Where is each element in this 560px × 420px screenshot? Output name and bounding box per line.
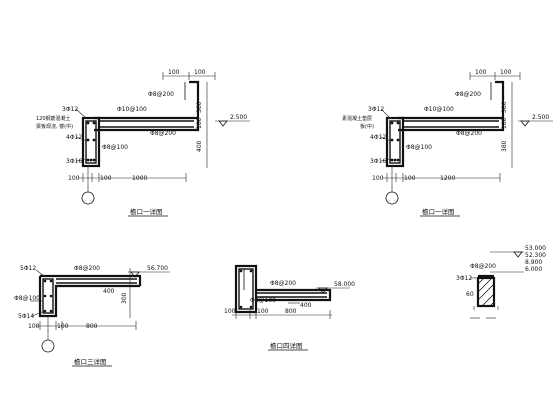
detail-5: 53.000 52.300 8.900 6.000 Φ8@200 3Φ12 60 (456, 245, 546, 319)
d5-elev1: 53.000 (525, 245, 546, 252)
d5-elev2: 52.300 (525, 252, 546, 259)
d4-bot-span: 800 (285, 308, 297, 315)
d2-vert-400: 380 (501, 140, 508, 152)
d3-bar-5014: 5Φ14 (18, 313, 34, 320)
d3-elevation: 56.700 (147, 265, 168, 272)
d4-title: 檐口四详图 (270, 341, 303, 350)
d2-vert-300: 300 (501, 101, 508, 113)
d1-note1: 120钢筋混凝土 (36, 115, 71, 122)
d3-stirrup: Φ8@100 (14, 295, 40, 302)
d1-note2: 梁板现浇, 楼(中) (36, 123, 73, 130)
d2-note2: 板(中) (360, 123, 374, 130)
d2-bar-4012: 4Φ12 (370, 134, 386, 141)
d3-dim-300: 300 (121, 292, 128, 304)
d5-bar-3012: 3Φ12 (456, 275, 472, 282)
d2-vert-100: 100 (501, 117, 508, 129)
d1-bar-3012: 3Φ12 (62, 106, 78, 113)
d1-bot-span: 1000 (132, 175, 147, 182)
d2-top-dim-a: 100 (475, 69, 487, 76)
d3-bot-100b: 100 (57, 323, 69, 330)
d2-bot-100b: 100 (404, 175, 416, 182)
d5-dim-60: 60 (466, 291, 474, 298)
d4-dim-400: 400 (300, 302, 312, 309)
d4-bot-100b: 100 (257, 308, 269, 315)
d1-vert-100: 100 (196, 117, 203, 129)
d1-title: 檐口一详图 (130, 207, 163, 216)
d4-stirrup: Φ8@100 (250, 297, 276, 304)
d3-dim-400: 400 (103, 288, 115, 295)
d2-bar-3016: 3Φ16 (370, 158, 386, 165)
d1-elevation: 2.500 (230, 114, 247, 121)
d2-bar-3012: 3Φ12 (368, 106, 384, 113)
d4-bot-100a: 100 (224, 308, 236, 315)
d4-elevation: 58.000 (334, 281, 355, 288)
d2-stirrup: Φ8@100 (406, 144, 432, 151)
d2-axis-bubble (385, 191, 399, 205)
d1-bot-100b: 100 (100, 175, 112, 182)
d1-bot-100a: 100 (68, 175, 80, 182)
detail-3: 5Φ12 Φ8@200 Φ8@100 5Φ14 400 300 56.700 1… (14, 265, 170, 367)
d3-bot-span: 800 (86, 323, 98, 330)
d2-elevation: 2.500 (532, 114, 549, 121)
d1-bar-4012: 4Φ12 (66, 134, 82, 141)
d2-rebar-top1: Φ10@100 (424, 106, 454, 113)
d1-bar-3016: 3Φ16 (66, 158, 82, 165)
d1-top-dim-a: 100 (168, 69, 180, 76)
d1-vert-400: 400 (196, 140, 203, 152)
d2-top-dim-b: 100 (500, 69, 512, 76)
d4-rebar-top: Φ8@200 (270, 280, 296, 287)
d3-rebar-top: Φ8@200 (74, 265, 100, 272)
d2-note1: 素混凝土垫层 (342, 115, 372, 122)
d2-bot-span: 1200 (440, 175, 455, 182)
d5-rebar-top: Φ8@200 (470, 263, 496, 270)
detail-2: 100 100 Φ8@200 Φ10@100 Φ8@200 3Φ12 4Φ12 … (342, 69, 553, 217)
d2-rebar-bottom: Φ8@200 (456, 130, 482, 137)
d5-elev3: 8.900 (525, 259, 542, 266)
d1-top-dim-b: 100 (194, 69, 206, 76)
d1-vert-300: 300 (196, 101, 203, 113)
d3-axis-bubble (41, 339, 55, 353)
d1-stirrup: Φ8@100 (102, 144, 128, 151)
d1-rebar-top2: Φ8@200 (148, 91, 174, 98)
d2-bot-100a: 100 (372, 175, 384, 182)
d5-elev4: 6.000 (525, 266, 542, 273)
detail-4: Φ8@200 Φ8@100 400 58.000 100 100 800 檐口四… (224, 264, 355, 351)
d1-rebar-top1: Φ10@100 (117, 106, 147, 113)
d3-bar-5012: 5Φ12 (20, 265, 36, 272)
d3-bot-100a: 100 (28, 323, 40, 330)
detail-1: 100 100 Φ8@200 Φ10@100 Φ8@200 3Φ12 4Φ12 … (36, 69, 250, 217)
d1-rebar-bottom: Φ8@200 (150, 130, 176, 137)
d1-axis-bubble (81, 191, 95, 205)
d2-title: 檐口一详图 (422, 207, 455, 216)
d2-rebar-top2: Φ8@200 (455, 91, 481, 98)
d3-title: 檐口三详图 (74, 357, 107, 366)
